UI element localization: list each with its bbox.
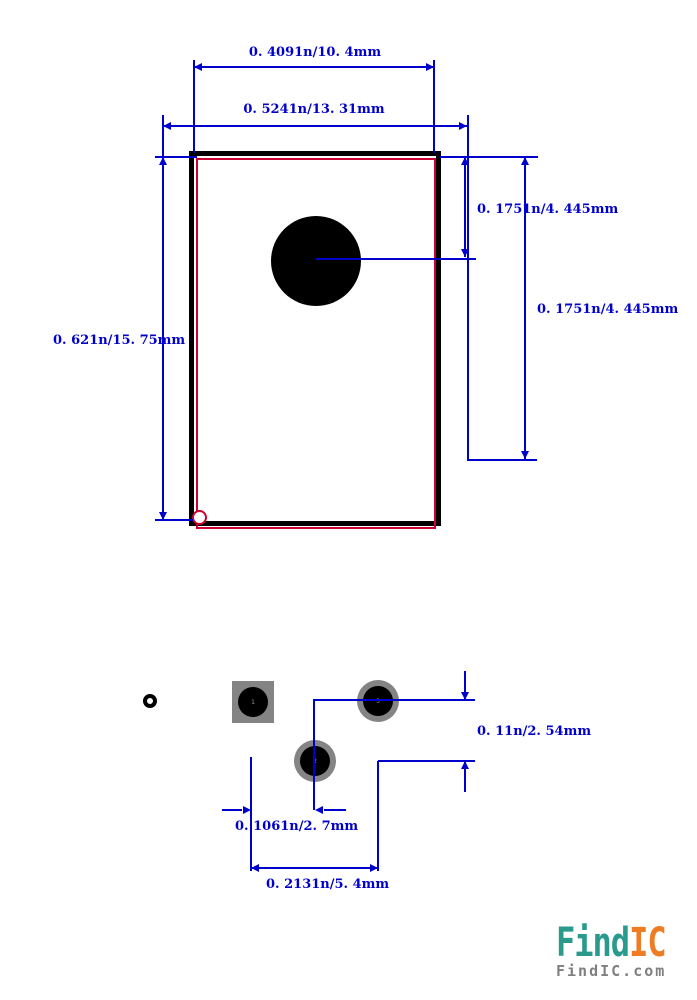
dim-arrow-icon: [461, 157, 469, 165]
dim-arrow-icon: [370, 864, 378, 872]
dim-label-pad-row-offset: 0. 11n/2. 54mm: [477, 724, 592, 739]
ext-line: [377, 761, 379, 871]
dim-line-pad-pitch-small: [324, 809, 346, 811]
dim-line-body-width: [194, 66, 434, 68]
mounting-hole: [271, 216, 361, 306]
pad-2: 2: [300, 746, 330, 776]
ext-line: [433, 60, 435, 153]
dim-arrow-icon: [461, 249, 469, 257]
pad-1: 1: [238, 687, 268, 717]
dim-line-pad-row-offset: [464, 671, 466, 700]
pad-1-label: 1: [251, 698, 255, 706]
pad-3-label: 3: [376, 697, 380, 705]
dim-label-pad-pitch-small: 0. 1061n/2. 7mm: [235, 819, 359, 834]
dim-arrow-icon: [159, 157, 167, 165]
ext-line: [313, 699, 315, 810]
dim-arrow-icon: [251, 864, 259, 872]
dim-arrow-icon: [521, 451, 529, 459]
ext-line: [155, 519, 193, 521]
ext-line: [378, 760, 475, 762]
dim-label-hole-offset-lower: 0. 1751n/4. 445mm: [537, 302, 679, 317]
dim-arrow-icon: [315, 806, 323, 814]
pad-3: 3: [363, 686, 393, 716]
dim-line-pad-pitch-small: [222, 809, 242, 811]
dim-arrow-icon: [243, 806, 251, 814]
logo-text-find: Find: [556, 918, 630, 966]
pin1-marker: [192, 510, 207, 525]
findic-logo: FindIC FindIC.com: [556, 922, 688, 979]
findic-logo-wordmark: FindIC: [556, 922, 667, 962]
dim-label-hole-offset-upper: 0. 1751n/4. 445mm: [477, 202, 619, 217]
findic-logo-domain: FindIC.com: [556, 962, 667, 980]
ext-line: [155, 156, 197, 158]
dim-line-hole-offset-lower: [524, 157, 526, 459]
dim-label-body-width: 0. 4091n/10. 4mm: [248, 45, 382, 60]
dim-arrow-icon: [194, 63, 202, 71]
dim-arrow-icon: [461, 692, 469, 700]
ext-line: [440, 156, 538, 158]
ext-line: [193, 60, 195, 153]
dim-label-courtyard-width: 0. 5241n/13. 31mm: [243, 102, 385, 117]
ext-line: [250, 757, 252, 871]
hole-center-line: [316, 258, 476, 260]
ext-line: [467, 115, 469, 460]
dim-line-pad-row-offset: [464, 761, 466, 792]
dim-line-hole-offset-upper: [464, 157, 466, 257]
dim-arrow-icon: [459, 122, 467, 130]
dim-arrow-icon: [521, 157, 529, 165]
ext-line: [314, 699, 475, 701]
dim-line-courtyard-width: [163, 125, 467, 127]
dim-line-pad-pitch-large: [251, 867, 378, 869]
dim-arrow-icon: [426, 63, 434, 71]
dim-label-pad-pitch-large: 0. 2131n/5. 4mm: [266, 877, 390, 892]
dim-arrow-icon: [159, 512, 167, 520]
dim-arrow-icon: [461, 761, 469, 769]
reference-hole: [143, 694, 157, 708]
dim-line-body-height: [162, 115, 164, 520]
ext-line: [467, 459, 537, 461]
package-outline: [189, 151, 441, 526]
dim-label-body-height: 0. 621n/15. 75mm: [53, 333, 186, 348]
courtyard-outline: [196, 158, 436, 529]
logo-text-ic: IC: [629, 918, 667, 966]
dim-arrow-icon: [163, 122, 171, 130]
